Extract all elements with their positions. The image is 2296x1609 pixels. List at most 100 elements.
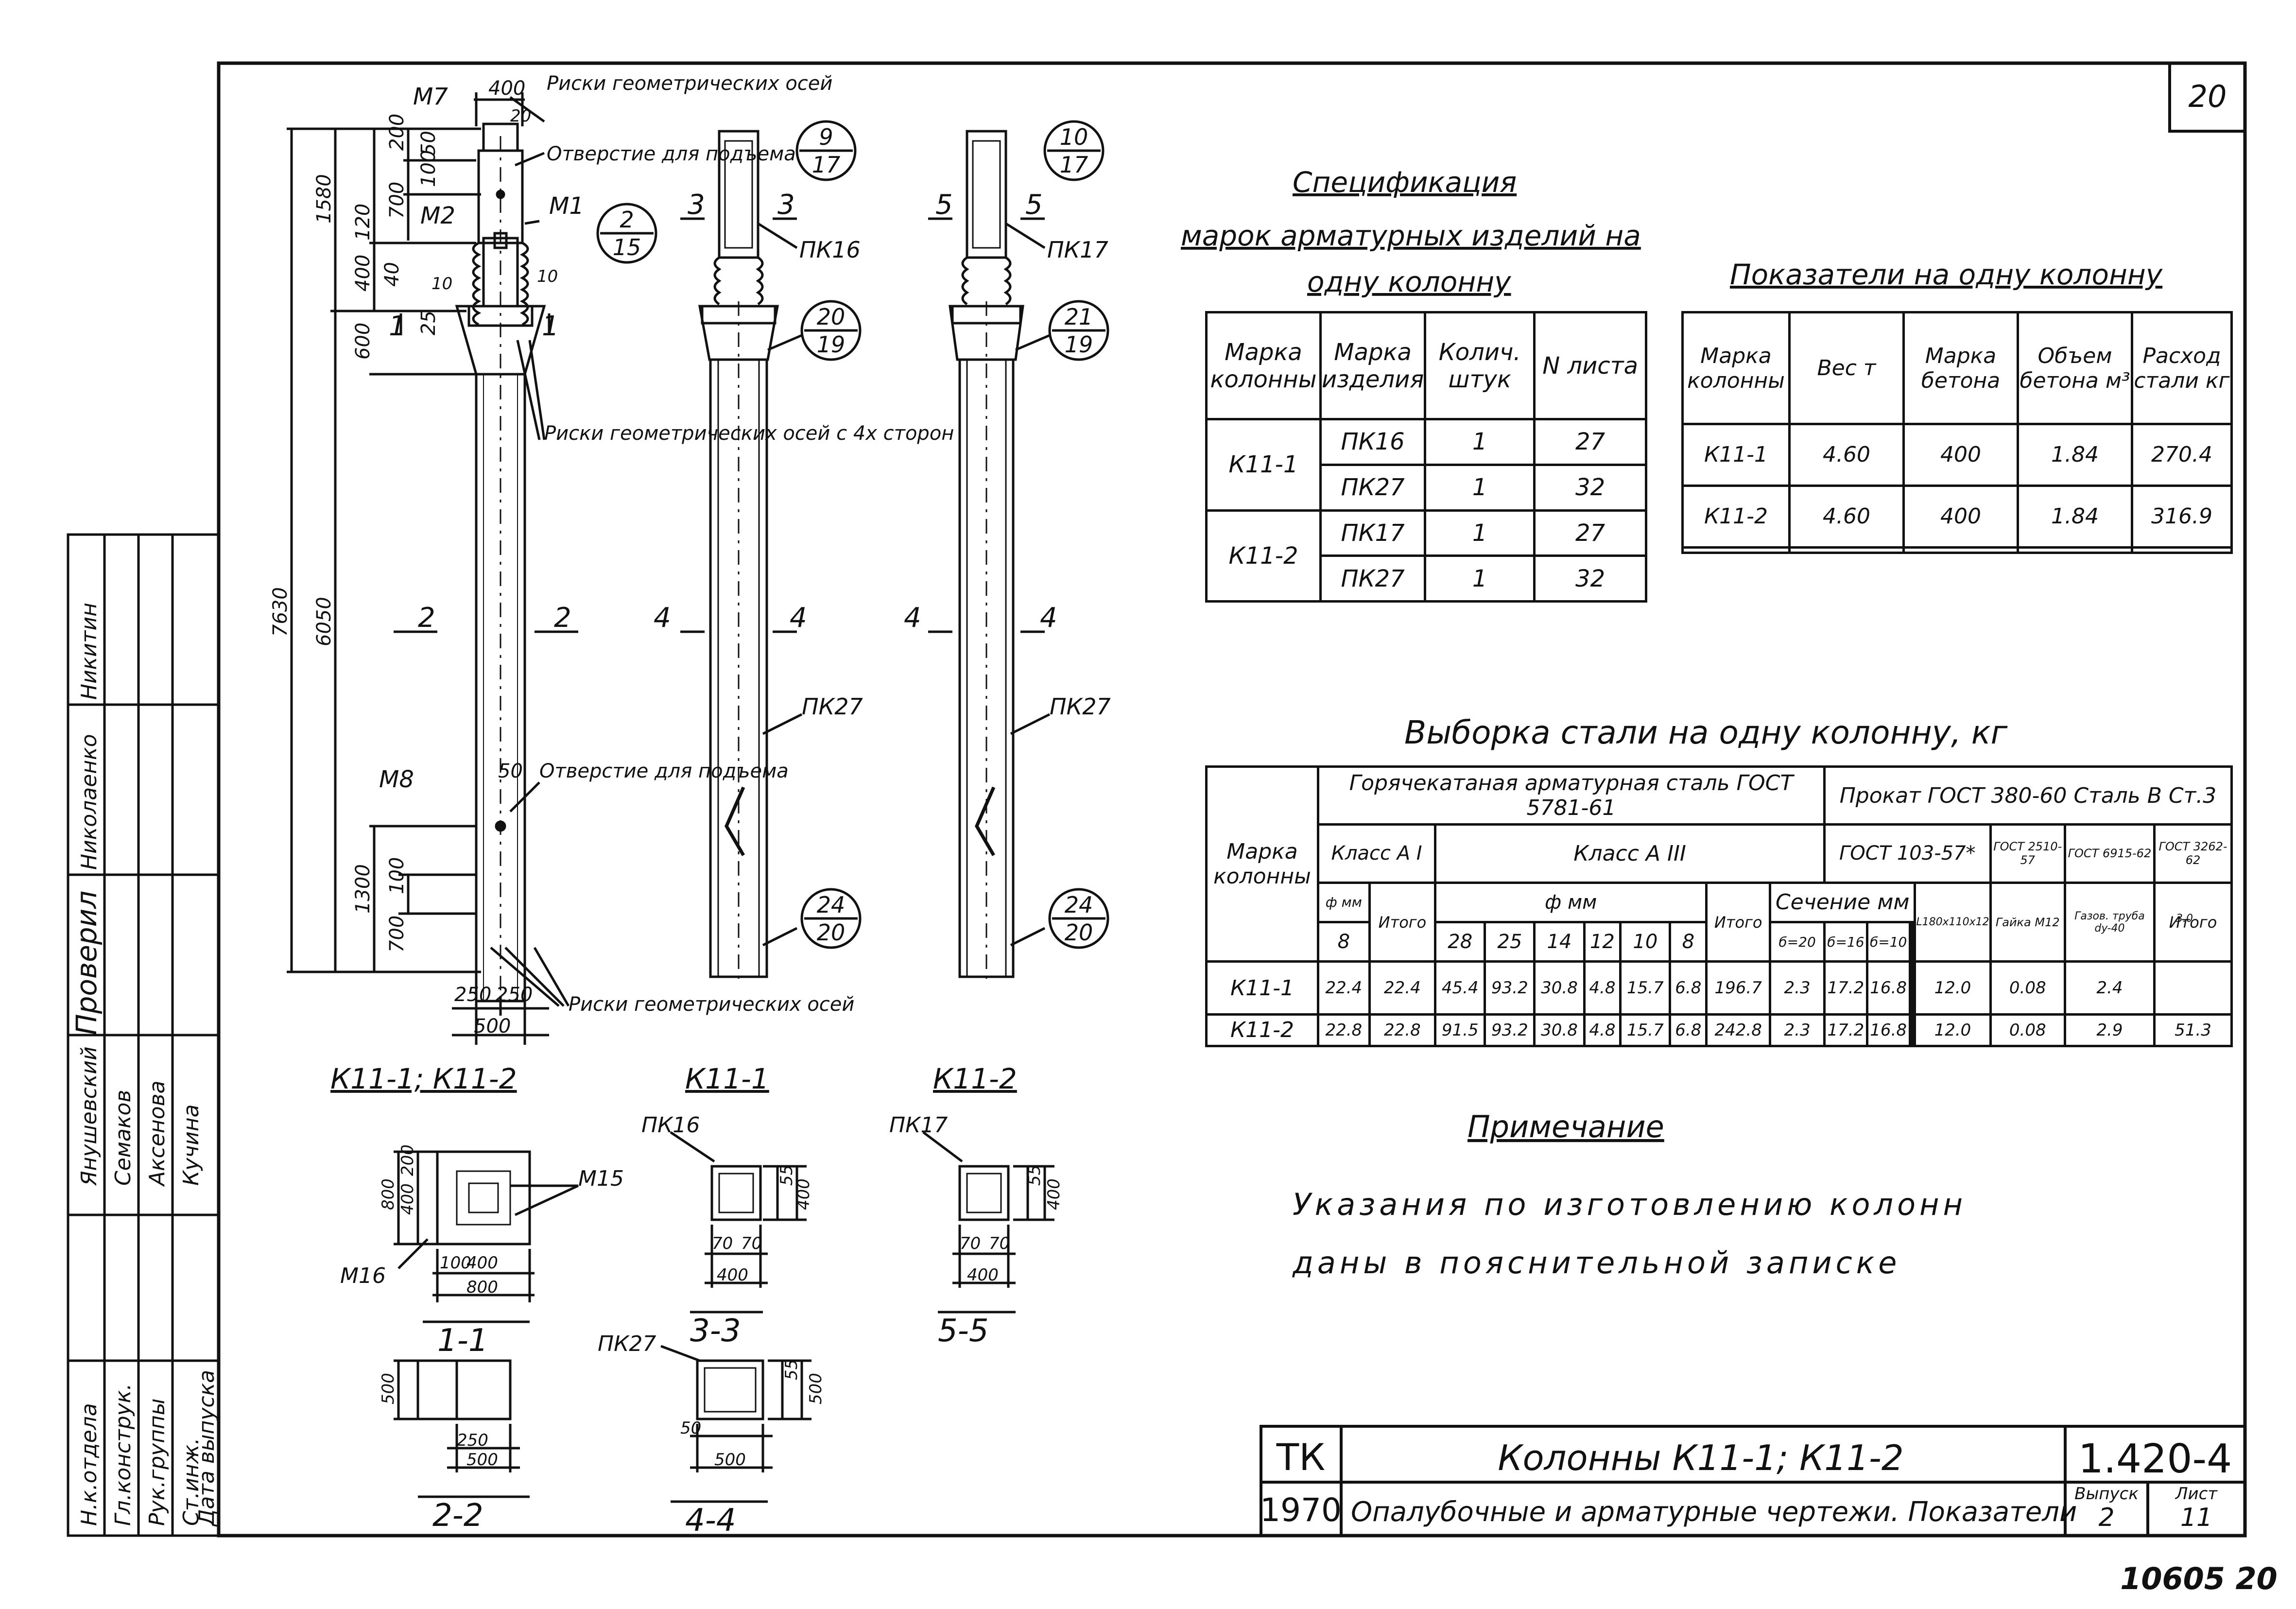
- label-m2: М2: [420, 202, 455, 229]
- section-label-pk27: ПК27: [598, 1332, 656, 1356]
- steel-header-truba-thickness: 3.0: [2176, 913, 2193, 925]
- section-label-m15: М15: [578, 1166, 624, 1191]
- spec-header-col: Марка колонны: [1205, 311, 1322, 420]
- ind-cell: [2017, 546, 2133, 554]
- steel-sub-col: 8: [1317, 921, 1371, 963]
- stamp-role-1: Н.к.отдела: [77, 1403, 102, 1526]
- section-2-2: [394, 1359, 530, 1498]
- tb-subtitle: Опалубочные и арматурные чертежи. Показа…: [1351, 1496, 2077, 1528]
- stamp-checked: Проверил: [70, 891, 103, 1035]
- spec-title-3: одну колонну: [1307, 265, 1511, 298]
- steel-cell: [1911, 960, 1916, 1016]
- tb-sheet-label: Лист: [2175, 1484, 2218, 1504]
- steel-sub-col: 28: [1434, 921, 1486, 963]
- sec-dim-55b: 55: [1025, 1165, 1044, 1186]
- stamp-name-3: Аксенова: [145, 1080, 170, 1187]
- spec-sheet: 32: [1533, 554, 1647, 603]
- steel-cell: 22.8: [1317, 1013, 1371, 1048]
- ind-cell: 400: [1902, 423, 2019, 487]
- stamp-role-4: Ст.инж.: [179, 1438, 204, 1526]
- tb-year: 1970: [1260, 1491, 1342, 1529]
- steel-sub-col-empty: [1908, 921, 1914, 963]
- dim-500: 500: [474, 1015, 511, 1038]
- section-3-3: [670, 1131, 807, 1314]
- spec-sheet: 27: [1533, 509, 1647, 557]
- ind-cell: 400: [1902, 484, 2019, 549]
- steel-header-itogo-2: Итого: [1705, 881, 1772, 963]
- steel-cell: 2.4: [2063, 960, 2156, 1016]
- callout-1-bottom: 15: [613, 234, 641, 260]
- steel-header-truba: Газов. труба dy-40: [2063, 881, 2156, 963]
- steel-cell: 17.2: [1823, 960, 1868, 1016]
- cut-2-left: 2: [418, 602, 435, 634]
- ind-header-volume: Объем бетона м³: [2017, 311, 2133, 425]
- section-label-3-3: 3-3: [690, 1313, 741, 1349]
- steel-cell: 45.4: [1434, 960, 1486, 1016]
- steel-header-hot: Горячекатаная арматурная сталь ГОСТ 5781…: [1317, 765, 1826, 826]
- rebar-label-pk17: ПК17: [1047, 237, 1108, 263]
- dim-400-top: 400: [488, 77, 525, 100]
- drawing-number: 10605 20: [2120, 1561, 2278, 1596]
- ind-header-weight: Вес т: [1788, 311, 1905, 425]
- steel-cell: К11-1: [1205, 960, 1319, 1016]
- section-label-2-2: 2-2: [432, 1498, 483, 1534]
- spec-qty: 1: [1424, 463, 1536, 512]
- ind-cell: [1681, 546, 1791, 554]
- steel-cell: 4.8: [1583, 1013, 1622, 1048]
- steel-cell: 4.8: [1583, 960, 1622, 1016]
- spec-col-k11-1: К11-1: [1205, 418, 1322, 512]
- steel-cell: 17.2: [1823, 1013, 1868, 1048]
- section-title-k11-1: К11-1: [685, 1062, 769, 1095]
- section-label-pk16: ПК16: [641, 1113, 700, 1138]
- sec-dim-250: 250: [457, 1431, 488, 1450]
- stamp-role-2: Гл.конструк.: [111, 1384, 136, 1526]
- rebar-label-pk27-a: ПК27: [802, 693, 863, 720]
- steel-cell: 0.08: [1989, 1013, 2066, 1048]
- tb-issue: 2: [2098, 1503, 2114, 1532]
- steel-header-class3: Класс А III: [1434, 823, 1826, 884]
- steel-cell: 2.3: [1769, 960, 1826, 1016]
- spec-sheet: 27: [1533, 418, 1647, 466]
- stamp-role-3: Рук.группы: [145, 1399, 170, 1526]
- steel-header-ugol: L180х110х12: [1914, 881, 1992, 963]
- steel-sub-col: 12: [1583, 921, 1622, 963]
- cut-3-left: 3: [688, 189, 705, 221]
- steel-cell: [2153, 960, 2233, 1016]
- steel-cell: [1908, 1013, 1914, 1048]
- spec-qty: 1: [1424, 418, 1536, 466]
- steel-sub-col: 25: [1484, 921, 1536, 963]
- sec-dim-55a: 55: [777, 1165, 796, 1186]
- sheet-number: 20: [2189, 79, 2227, 114]
- spec-qty: 1: [1424, 554, 1536, 603]
- tb-sheet: 11: [2180, 1503, 2212, 1532]
- ind-cell: [1902, 546, 2019, 554]
- callout-6-bottom: 19: [1065, 331, 1093, 358]
- section-title-k11-2: К11-2: [933, 1062, 1017, 1095]
- sec-dim-400b: 400: [466, 1253, 498, 1273]
- steel-cell: 93.2: [1484, 960, 1536, 1016]
- dim-250b: 250: [496, 984, 533, 1006]
- section-label-1-1: 1-1: [437, 1323, 488, 1359]
- title-block-frame: [1260, 1425, 2246, 1537]
- sec-dim-400d: 400: [794, 1178, 813, 1210]
- dim-10b: 10: [537, 267, 558, 286]
- steel-header-gost3: ГОСТ 6915-62: [2063, 823, 2156, 884]
- callout-5-bottom: 17: [1060, 152, 1088, 178]
- steel-header-prokat: Прокат ГОСТ 380-60 Сталь В Ст.3: [1823, 765, 2233, 826]
- sec-dim-70c: 70: [960, 1234, 981, 1253]
- steel-cell: 15.7: [1619, 960, 1672, 1016]
- label-side-marks: Риски геометрических осей с 4х сторон: [544, 422, 954, 445]
- spec-title-2: марок арматурных изделий на: [1181, 219, 1641, 252]
- side-stamp: [67, 533, 220, 1537]
- ind-cell: [1788, 546, 1905, 554]
- steel-sub-col: б=16: [1823, 921, 1868, 963]
- steel-cell: 30.8: [1533, 1013, 1586, 1048]
- steel-sub-col-empty: [1911, 921, 1916, 963]
- sec-dim-200: 200: [398, 1144, 417, 1176]
- steel-header-section: Сечение мм: [1769, 881, 1916, 924]
- ind-header-concrete: Марка бетона: [1902, 311, 2019, 425]
- steel-cell: 51.3: [2153, 1013, 2233, 1048]
- section-title-k11-12: К11-1; К11-2: [330, 1062, 517, 1095]
- section-4-4: [660, 1345, 811, 1503]
